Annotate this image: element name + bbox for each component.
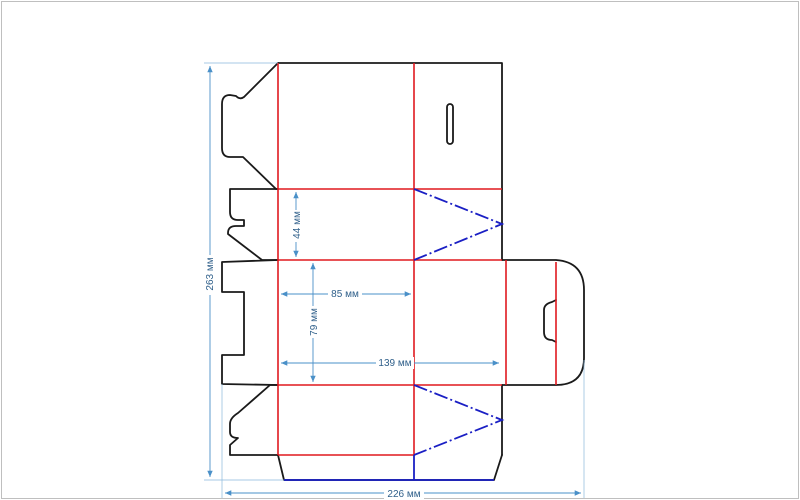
- dim-label-panel-height: 79 мм: [309, 308, 320, 336]
- dim-label-panel-width: 85 мм: [331, 289, 359, 300]
- label-bg-44: [289, 210, 303, 242]
- left-lower-small-flap: [229, 384, 279, 456]
- label-bg-226: [384, 487, 424, 499]
- crease-lines: [277, 63, 557, 456]
- cut-lines: [221, 62, 585, 481]
- right-lock-flap: [501, 259, 585, 386]
- top-panel-outline: [277, 62, 503, 190]
- dim-label-total-height: 263 мм: [205, 257, 216, 290]
- dimension-labels: 263 мм 44 мм 85 мм 79 мм 139 мм 226 мм: [202, 210, 424, 500]
- perforation-lines: [284, 188, 505, 481]
- dim-label-total-width: 226 мм: [387, 489, 420, 500]
- label-bg-85: [328, 288, 362, 300]
- label-bg-139: [376, 357, 414, 369]
- perf-upper-v: [413, 188, 505, 261]
- label-bg-263: [202, 255, 218, 295]
- perf-lower-v: [413, 384, 505, 456]
- left-top-dust-flap: [221, 62, 279, 190]
- bottom-tuck-flap: [277, 454, 503, 481]
- left-glue-flap: [221, 259, 279, 386]
- label-bg-79: [306, 306, 320, 338]
- dim-label-side-height: 44 мм: [292, 211, 303, 239]
- right-flap-notch: [543, 299, 557, 343]
- hang-slot: [446, 103, 454, 145]
- left-upper-small-flap: [227, 188, 279, 261]
- dim-label-inner-width: 139 мм: [378, 358, 411, 369]
- dimension-lines: [204, 62, 585, 498]
